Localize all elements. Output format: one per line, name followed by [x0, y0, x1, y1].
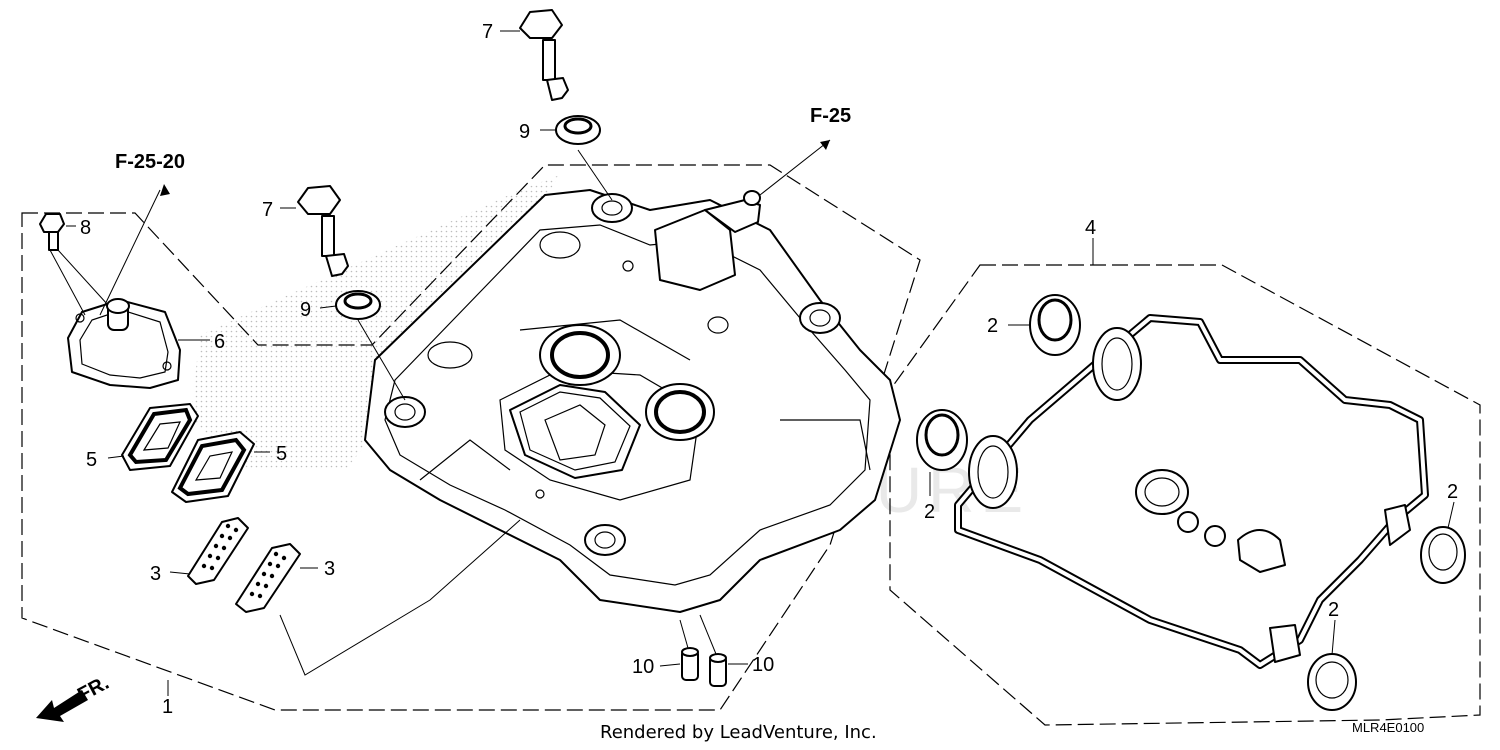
leader-lines	[49, 30, 1455, 696]
baffle-part-3-left[interactable]	[187, 517, 249, 585]
diagram-code: MLR4E0100	[1352, 720, 1424, 735]
bolt-part-8[interactable]	[39, 213, 65, 251]
callout-5-right: 5	[276, 443, 287, 465]
grommet-part-9-lower[interactable]	[335, 290, 381, 320]
seal-part-2-bottom[interactable]	[1307, 653, 1357, 711]
dowel-pin-part-10-right[interactable]	[709, 653, 727, 687]
callout-7-lower: 7	[262, 199, 273, 221]
seal-part-2-top[interactable]	[1029, 294, 1081, 356]
callout-6: 6	[214, 331, 225, 353]
seal-part-2-right[interactable]	[1420, 526, 1466, 584]
dowel-pin-part-10-left[interactable]	[681, 647, 699, 681]
reference-label-f25[interactable]: F-25	[810, 105, 851, 127]
reference-label-f25-20[interactable]: F-25-20	[115, 151, 185, 173]
callout-2-top: 2	[987, 315, 998, 337]
assembly-boundary-4	[889, 264, 1481, 726]
plate-part-5-right[interactable]	[171, 431, 255, 503]
callout-8: 8	[80, 217, 91, 239]
seal-part-2-left[interactable]	[916, 409, 968, 471]
callout-7-upper: 7	[482, 21, 493, 43]
bolt-part-7-upper[interactable]	[519, 9, 569, 101]
breather-cover-part-6[interactable]	[67, 298, 181, 389]
callout-3-right: 3	[324, 558, 335, 580]
dotted-shading	[190, 175, 560, 470]
grommet-part-9-upper[interactable]	[555, 115, 601, 145]
callout-1: 1	[162, 696, 173, 718]
callout-10-left: 10	[632, 656, 654, 678]
callout-labels: 7 7 9 9 8 6 5 5 3 3 1 10 10 4 2 2 2 2	[80, 21, 1458, 718]
callout-2-right: 2	[1447, 481, 1458, 503]
render-credit: Rendered by LeadVenture, Inc.	[600, 722, 877, 743]
cylinder-head-cover[interactable]	[364, 189, 901, 613]
baffle-part-3-right[interactable]	[235, 543, 301, 613]
callout-3-left: 3	[150, 563, 161, 585]
callout-9-upper: 9	[519, 121, 530, 143]
callout-4: 4	[1085, 217, 1096, 239]
callout-10-right: 10	[752, 654, 774, 676]
gasket-part-4[interactable]	[954, 314, 1429, 669]
callout-2-bottom: 2	[1328, 599, 1339, 621]
callout-5-left: 5	[86, 449, 97, 471]
callout-9-lower: 9	[300, 299, 311, 321]
assembly-boundary-1	[21, 164, 921, 711]
bolt-part-7-lower[interactable]	[297, 185, 349, 277]
callout-2-left: 2	[924, 501, 935, 523]
plate-part-5-left[interactable]	[121, 403, 199, 471]
front-direction-arrow-icon: FR.	[36, 672, 113, 722]
